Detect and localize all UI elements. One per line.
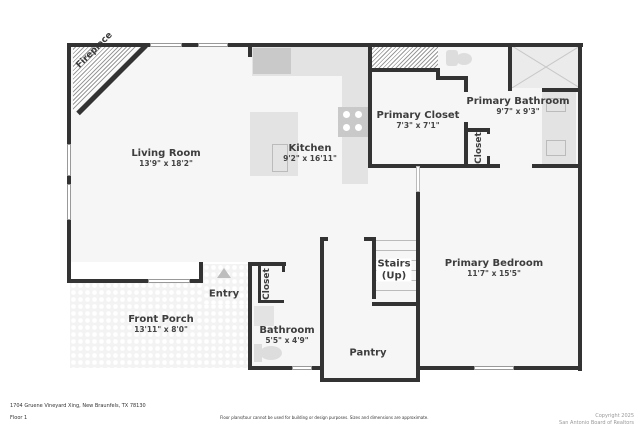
wall-primary-closet-top2 — [436, 68, 440, 78]
wall-primary-suite-bottom2 — [532, 164, 582, 168]
room-entry: Entry — [209, 288, 239, 300]
room-name: Primary Bathroom — [466, 95, 570, 107]
burner — [343, 111, 350, 118]
room-name: Living Room — [131, 147, 201, 159]
copyright-line-2: San Antonio Board of Realtors — [559, 420, 634, 426]
burner — [343, 124, 350, 131]
room-dimensions: 13'11" x 8'0" — [134, 324, 188, 334]
floor-bedroom — [418, 166, 580, 368]
closet-hatch — [372, 46, 438, 70]
room-name: Pantry — [349, 347, 387, 359]
window — [292, 366, 312, 370]
room-dimensions: 11'7" x 15'5" — [467, 268, 521, 278]
room-name: Front Porch — [128, 313, 194, 325]
burner — [355, 124, 362, 131]
room-dimensions: 13'9" x 18'2" — [139, 158, 193, 168]
window — [67, 144, 71, 176]
window — [150, 43, 182, 47]
wall-primary-closet-right — [464, 76, 468, 92]
entry-arrow-icon — [217, 268, 231, 278]
room-name: Stairs — [377, 258, 411, 270]
room-living-room: Living Room 13'9" x 18'2" — [131, 148, 200, 168]
wall-entry-left — [199, 262, 203, 283]
stair-tread — [376, 250, 416, 251]
front-porch-floor — [70, 282, 248, 368]
room-stairs: Stairs (Up) — [376, 258, 412, 282]
window — [198, 43, 228, 47]
sink-icon — [546, 140, 566, 156]
toilet-bowl-icon — [260, 346, 282, 360]
room-name: Entry — [208, 288, 240, 300]
room-front-porch: Front Porch 13'11" x 8'0" — [128, 314, 194, 334]
stove-icon — [338, 107, 368, 137]
room-dimensions: 9'2" x 16'11" — [283, 153, 337, 163]
wall-primary-closet-top — [368, 68, 440, 72]
sink-icon — [272, 144, 288, 172]
wall-stairs-bottom — [372, 302, 420, 306]
room-name: Primary Closet — [376, 109, 460, 121]
sink-icon — [546, 98, 566, 112]
wall-closet-bath-right2 — [487, 156, 490, 166]
wall-primary-closet-top3 — [436, 76, 466, 80]
wall-right — [578, 43, 582, 371]
stair-tread — [376, 240, 416, 241]
room-dimensions: 9'7" x 9'3" — [496, 106, 540, 116]
wall-pantry-bottom — [320, 378, 420, 382]
stairs-direction: (Up) — [381, 270, 407, 281]
wall-top — [67, 43, 583, 47]
wall-closet-bath-top — [464, 128, 490, 132]
wall-bath-left — [248, 262, 252, 370]
wall-primary-closet-left — [368, 43, 372, 167]
wall-living-bottom — [67, 279, 203, 283]
room-dimensions: 7'3" x 7'1" — [396, 120, 440, 130]
window — [148, 279, 190, 283]
room-name: Kitchen — [288, 142, 332, 154]
wall-closet-top — [248, 262, 286, 266]
disclaimer-text: Floor plans/tour cannot be used for buil… — [220, 415, 429, 420]
address-text: 1704 Gruene Vineyard Xing, New Braunfels… — [10, 403, 146, 409]
wall-pantry-left — [320, 237, 324, 382]
room-name: Primary Bedroom — [444, 257, 544, 269]
wall-kitchen-stub — [248, 43, 252, 57]
stair-tread — [376, 290, 416, 291]
wall-shower-left — [508, 43, 512, 91]
room-primary-bathroom: Primary Bathroom 9'7" x 9'3" — [466, 96, 569, 116]
room-bathroom: Bathroom 5'5" x 4'9" — [259, 325, 314, 345]
room-dimensions: 5'5" x 4'9" — [265, 335, 309, 345]
copyright-line-1: Copyright 2025 — [595, 413, 634, 419]
room-name: Bathroom — [259, 324, 315, 336]
wall-pantry-right — [416, 304, 420, 382]
room-pantry: Pantry — [349, 347, 386, 359]
wall-bedroom-left — [416, 192, 420, 304]
room-primary-bedroom: Primary Bedroom 11'7" x 15'5" — [445, 258, 543, 278]
burner — [355, 111, 362, 118]
toilet-icon — [446, 50, 458, 66]
toilet-bowl-icon — [456, 53, 472, 65]
wall-pantry-top-right — [364, 237, 376, 241]
wall-shower-bottom — [542, 88, 582, 92]
window — [67, 184, 71, 220]
entry-floor — [203, 264, 248, 304]
floor-label: Floor 1 — [10, 415, 28, 421]
room-closet-entry: Closet — [262, 268, 272, 300]
shower-cross-icon — [512, 46, 580, 88]
room-closet-primary-bath: Closet — [474, 132, 484, 164]
wall-closet-right — [282, 262, 285, 272]
toilet-icon — [254, 344, 262, 362]
wall-primary-closet-right2 — [464, 122, 468, 167]
wall-closet-bath-right — [487, 128, 490, 134]
wall-bed-top-stub — [416, 166, 420, 192]
wall-stairs-left — [372, 237, 376, 299]
wall-closet-bottom — [258, 300, 284, 303]
vanity — [542, 92, 576, 164]
room-primary-closet: Primary Closet 7'3" x 7'1" — [377, 110, 460, 130]
wall-primary-suite-bottom — [368, 164, 500, 168]
wall-pantry-top-left — [320, 237, 328, 241]
wall-closet-left — [258, 266, 261, 302]
bath-sink — [254, 306, 274, 326]
wall-bath-bottom — [248, 366, 324, 370]
window — [474, 366, 514, 370]
refrigerator — [253, 48, 291, 74]
room-kitchen: Kitchen 9'2" x 16'11" — [283, 143, 337, 163]
